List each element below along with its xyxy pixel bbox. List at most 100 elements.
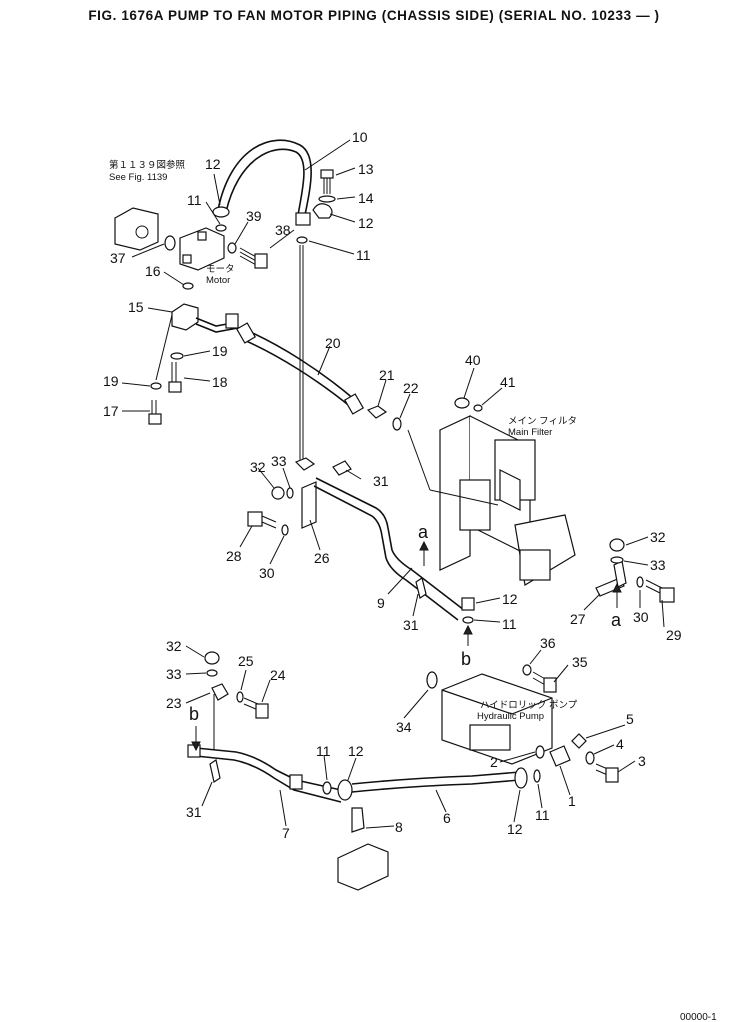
callout-21: 21	[379, 367, 395, 383]
ref-arrow-a1	[419, 540, 429, 566]
callout-11e: 11	[535, 807, 550, 823]
flange-1	[549, 745, 571, 767]
callout-1: 1	[568, 793, 576, 809]
bracket-23	[211, 683, 229, 701]
callout-32c: 32	[166, 638, 182, 654]
washer-19b	[150, 382, 162, 390]
bracket-26	[294, 457, 317, 529]
ref-b1: b	[461, 649, 471, 669]
washer-30b	[636, 576, 644, 588]
valve-block	[337, 843, 389, 891]
ref-arrow-a2	[612, 582, 622, 608]
nut-32c	[204, 651, 220, 665]
callout-26: 26	[314, 550, 330, 566]
connector-21	[366, 405, 388, 419]
callout-15: 15	[128, 299, 144, 315]
hose-10	[217, 139, 312, 216]
callout-31a: 31	[373, 473, 389, 489]
callout-30a: 30	[259, 565, 275, 581]
callout-38: 38	[275, 222, 291, 238]
callout-2: 2	[490, 754, 498, 770]
callout-10: 10	[352, 129, 368, 145]
bolt-38	[239, 247, 268, 269]
o-ring-11c	[462, 616, 474, 624]
main-filter	[439, 415, 576, 586]
callout-20: 20	[325, 335, 341, 351]
washer-5	[571, 733, 587, 749]
callout-28: 28	[226, 548, 242, 564]
nut-32b	[609, 538, 625, 552]
pipe-6	[351, 771, 521, 793]
callout-36: 36	[540, 635, 556, 651]
bolt-3	[595, 763, 619, 783]
callout-23: 23	[166, 695, 182, 711]
hydraulic-pump-jp: ハイドロリック ポンプ	[480, 700, 578, 711]
ref-a1: a	[418, 522, 429, 542]
callout-4: 4	[616, 736, 624, 752]
bolt-17	[148, 400, 162, 425]
callout-14: 14	[358, 190, 374, 206]
ref-arrow-b2	[191, 726, 201, 752]
ref-b2: b	[189, 704, 199, 724]
callout-29: 29	[666, 627, 682, 643]
fitting-12e	[514, 767, 528, 789]
washer-30a	[281, 524, 289, 536]
callout-11c: 11	[502, 616, 517, 632]
callout-9: 9	[377, 595, 385, 611]
fitting-12d	[337, 779, 353, 801]
callout-11b: 11	[356, 247, 371, 263]
callout-16: 16	[145, 263, 161, 279]
callout-17: 17	[103, 403, 119, 419]
main-filter-en: Main Filter	[508, 427, 552, 438]
callout-27: 27	[570, 611, 586, 627]
callout-12b: 12	[205, 156, 221, 172]
bracket-27	[595, 560, 627, 597]
nut-32a	[271, 486, 285, 500]
callout-33a: 33	[271, 453, 287, 469]
clamp-31b	[415, 577, 427, 599]
callout-31c: 31	[186, 804, 202, 820]
callout-19a: 19	[212, 343, 228, 359]
fitting-top-left	[212, 206, 230, 232]
callout-8: 8	[395, 819, 403, 835]
o-ring-34	[426, 671, 438, 689]
callout-40: 40	[465, 352, 481, 368]
o-ring-2	[535, 745, 545, 759]
pipe-7	[187, 744, 342, 803]
washer-4	[585, 751, 595, 765]
block-15	[171, 303, 199, 331]
callout-35: 35	[572, 654, 588, 670]
connector-8	[351, 807, 365, 833]
callout-13: 13	[358, 161, 374, 177]
o-ring-37b	[164, 235, 176, 251]
callout-12c: 12	[502, 591, 518, 607]
washer-14	[318, 195, 336, 203]
figure-title: FIG. 1676A PUMP TO FAN MOTOR PIPING (CHA…	[88, 8, 660, 23]
motor-jp: モータ	[206, 264, 235, 275]
o-ring-22	[392, 417, 402, 431]
ref-arrow-b1	[463, 624, 473, 646]
bolt-24	[243, 697, 269, 719]
ref-a2: a	[611, 610, 622, 630]
hydraulic-pump-en: Hydraulic Pump	[477, 711, 544, 722]
washer-33a	[286, 487, 294, 499]
pipe-upper-short	[195, 313, 239, 333]
callout-7: 7	[282, 825, 290, 841]
washer-39	[227, 242, 237, 254]
see-fig-en: See Fig. 1139	[109, 172, 167, 183]
callout-12d: 12	[348, 743, 364, 759]
callout-31b: 31	[403, 617, 419, 633]
callout-34: 34	[396, 719, 412, 735]
see-fig-jp: 第１１３９図参照	[109, 159, 186, 171]
motor-cover-37	[114, 207, 159, 251]
callout-32a: 32	[250, 459, 266, 475]
bolt-40	[454, 397, 470, 409]
washer-41	[473, 404, 483, 412]
callout-6: 6	[443, 810, 451, 826]
callout-37: 37	[110, 250, 126, 266]
washer-33b	[610, 556, 624, 564]
callout-33c: 33	[166, 666, 182, 682]
fan-motor	[179, 227, 225, 271]
callout-3: 3	[638, 753, 646, 769]
callout-39: 39	[246, 208, 262, 224]
